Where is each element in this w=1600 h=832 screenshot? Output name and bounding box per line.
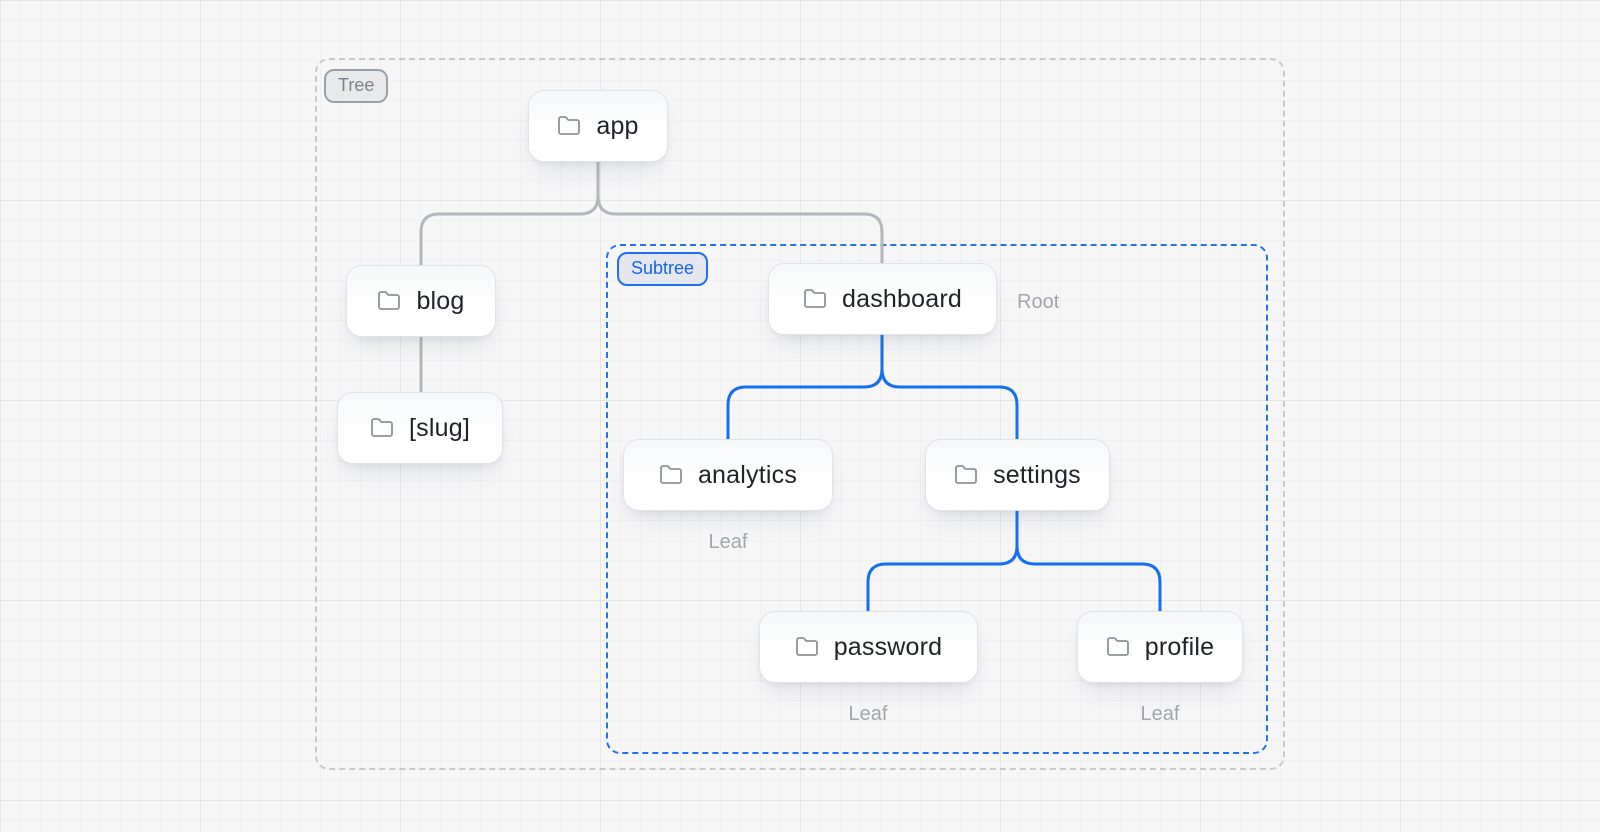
- folder-icon: [371, 418, 393, 437]
- folder-icon: [804, 289, 826, 308]
- edge-app-dashboard: [596, 160, 884, 265]
- tree-node-analytics: analytics: [623, 439, 833, 511]
- folder-icon: [1106, 637, 1129, 656]
- edge-settings-password: [866, 509, 1019, 613]
- node-label: blog: [416, 286, 465, 315]
- tree-badge: Tree: [324, 69, 389, 103]
- leaf-annotation-analytics: Leaf: [708, 531, 748, 553]
- tree-node-app: app: [528, 90, 668, 162]
- tree-node-dashboard: dashboard: [768, 263, 997, 335]
- node-label: dashboard: [842, 284, 962, 313]
- edge-dashboard-analytics: [726, 333, 884, 441]
- leaf-annotation-password: Leaf: [848, 703, 888, 725]
- root-annotation: Root: [1017, 291, 1060, 313]
- tree-node-settings: settings: [925, 439, 1110, 511]
- node-label: [slug]: [409, 413, 470, 442]
- tree-node-blog: blog: [346, 265, 496, 337]
- folder-icon: [955, 465, 978, 484]
- folder-icon: [795, 637, 818, 656]
- node-label: app: [596, 111, 639, 140]
- tree-group-box: [315, 58, 1285, 770]
- tree-node-profile: profile: [1077, 611, 1243, 683]
- node-label: settings: [993, 460, 1081, 489]
- node-label: profile: [1144, 632, 1215, 661]
- tree-node-slug: [slug]: [337, 392, 503, 464]
- node-label: analytics: [697, 460, 798, 489]
- folder-icon: [660, 465, 682, 484]
- leaf-annotation-profile: Leaf: [1140, 703, 1180, 725]
- edge-app-blog: [419, 160, 600, 267]
- edge-settings-profile: [1015, 509, 1162, 613]
- folder-icon: [558, 116, 581, 135]
- subtree-badge: Subtree: [617, 252, 709, 286]
- node-label: password: [833, 632, 943, 661]
- folder-icon: [378, 291, 401, 310]
- tree-node-password: password: [759, 611, 978, 683]
- edge-dashboard-settings: [880, 333, 1019, 441]
- subtree-group-box: [606, 244, 1268, 754]
